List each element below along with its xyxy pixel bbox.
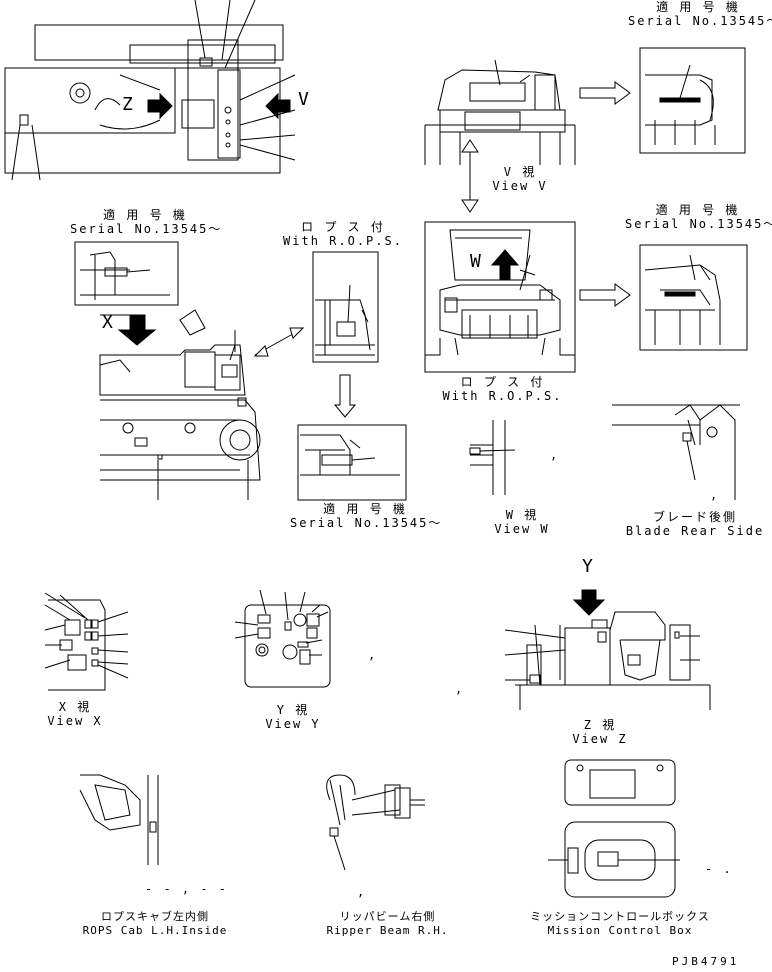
caption-jp: ブレード後側 [652, 510, 737, 524]
caption-view-w: W 視 View W [487, 508, 557, 536]
caption-view-y: Y 視 View Y [258, 703, 328, 731]
mark-comma: , [710, 488, 720, 502]
rops-label-jp: ロ プ ス 付 [301, 220, 385, 234]
caption-view-z: Z 視 View Z [565, 718, 635, 746]
w-small-drawing [469, 420, 516, 495]
caption-jp: V 視 [503, 165, 537, 179]
view-y-drawing [234, 589, 331, 688]
caption-en: Ripper Beam R.H. [326, 924, 449, 937]
caption-en: View Y [265, 717, 321, 731]
view-letter-x: X [102, 312, 113, 333]
view-letter-z: Z [122, 94, 133, 115]
rops-cab-drawing [79, 774, 159, 865]
caption-jp: Y 視 [276, 703, 310, 717]
drawing-code: PJB4791 [672, 955, 740, 968]
serial-label-bottom: 適 用 号 機 Serial No.13545～ [290, 502, 440, 530]
serial-label-en: Serial No.13545～ [70, 222, 223, 236]
view-z-drawing [504, 589, 711, 710]
rops-label-en: With R.O.P.S. [283, 234, 403, 248]
rops-label-left: ロ プ ス 付 With R.O.P.S. [283, 220, 403, 248]
caption-mission-box: ミッションコントロールボックス Mission Control Box [520, 910, 720, 938]
caption-en: View Z [572, 732, 628, 746]
caption-jp: Z 視 [583, 718, 617, 732]
caption-en: View W [494, 522, 550, 536]
mark-comma: , [357, 885, 367, 899]
mark-dot-dash: - . [705, 862, 733, 876]
caption-jp: リッパビーム右側 [339, 910, 436, 923]
serial-label-w: 適 用 号 機 Serial No.13545～ [625, 203, 772, 231]
rops-label-center: ロ プ ス 付 With R.O.P.S. [440, 375, 565, 403]
caption-jp: W 視 [505, 508, 539, 522]
plan-view-machine [4, 0, 296, 181]
view-w-detail [579, 244, 748, 351]
view-letter-v: V [298, 89, 309, 110]
caption-view-v: V 視 View V [485, 165, 555, 193]
caption-jp: X 視 [58, 700, 92, 714]
rops-detail-bottom [297, 424, 407, 501]
view-v-drawing [424, 59, 576, 213]
caption-blade-rear: ブレード後側 Blade Rear Side [625, 510, 765, 538]
view-letter-w: W [470, 251, 481, 272]
view-x-drawing [44, 592, 129, 691]
rops-detail-top [312, 251, 379, 418]
serial-label-jp: 適 用 号 機 [655, 203, 740, 217]
serial-label-jp: 適 用 号 機 [656, 0, 740, 14]
left-side-view [74, 241, 305, 500]
ripper-beam-drawing [326, 774, 425, 871]
serial-label-en: Serial No.13545～ [290, 516, 443, 530]
mission-box-drawing [548, 759, 680, 898]
mark-comma: , [550, 448, 560, 462]
caption-en: View X [47, 714, 103, 728]
caption-jp: ミッションコントロールボックス [530, 910, 710, 923]
caption-rops-cab: ロプスキャブ左内側 ROPS Cab L.H.Inside [65, 910, 245, 938]
view-v-detail [579, 47, 746, 154]
mark-dashes: - - , - - [145, 882, 229, 896]
caption-ripper-beam: リッパビーム右側 Ripper Beam R.H. [315, 910, 460, 938]
serial-label-jp: 適 用 号 機 [103, 208, 187, 222]
rops-label-jp: ロ プ ス 付 [460, 375, 545, 389]
caption-en: View V [492, 179, 548, 193]
caption-jp: ロプスキャブ左内側 [101, 910, 209, 923]
view-letter-y: Y [582, 556, 593, 577]
serial-label-left: 適 用 号 機 Serial No.13545～ [70, 208, 220, 236]
serial-label-v: 適 用 号 機 Serial No.13545～ [628, 0, 772, 28]
caption-en: Blade Rear Side [625, 524, 765, 538]
mark-comma: , [368, 648, 378, 662]
serial-label-jp: 適 用 号 機 [323, 502, 407, 516]
view-w-drawing [424, 221, 576, 373]
caption-view-x: X 視 View X [40, 700, 110, 728]
caption-en: Mission Control Box [547, 924, 693, 937]
rops-label-en: With R.O.P.S. [442, 389, 563, 403]
mark-comma: , [455, 682, 465, 696]
blade-rear-drawing [612, 404, 740, 500]
serial-label-en: Serial No.13545～ [625, 217, 772, 231]
caption-en: ROPS Cab L.H.Inside [82, 924, 228, 937]
serial-label-en: Serial No.13545～ [628, 14, 772, 28]
